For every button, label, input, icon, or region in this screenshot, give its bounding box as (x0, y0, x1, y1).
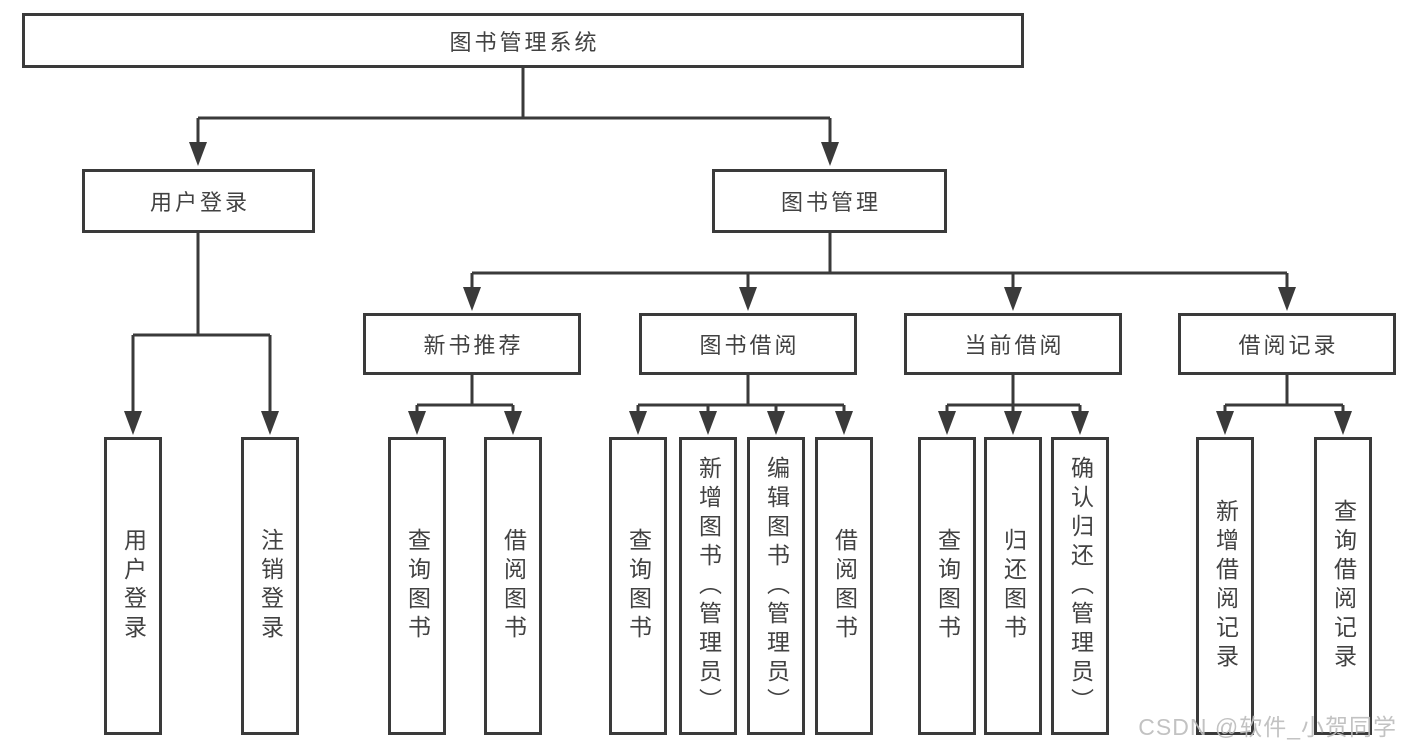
leaf-logout: 注销登录 (241, 437, 299, 735)
node-new-book-recommendation: 新书推荐 (363, 313, 581, 375)
node-book-borrowing: 图书借阅 (639, 313, 857, 375)
leaf-user-login: 用户登录 (104, 437, 162, 735)
leaf-recommend-borrow-books: 借阅图书 (484, 437, 542, 735)
leaf-current-query-books: 查询图书 (918, 437, 976, 735)
node-current-borrowing: 当前借阅 (904, 313, 1122, 375)
leaf-current-confirm-return-admin: 确认归还（管理员） (1051, 437, 1109, 735)
leaf-borrow-edit-books-admin: 编辑图书（管理员） (747, 437, 805, 735)
leaf-borrow-add-books-admin: 新增图书（管理员） (679, 437, 737, 735)
node-book-management: 图书管理 (712, 169, 947, 233)
leaf-records-query-borrow-record: 查询借阅记录 (1314, 437, 1372, 735)
csdn-watermark: CSDN @软件_小贺同学 (1138, 714, 1397, 740)
leaf-records-add-borrow-record: 新增借阅记录 (1196, 437, 1254, 735)
leaf-borrow-query-books: 查询图书 (609, 437, 667, 735)
node-user-login: 用户登录 (82, 169, 315, 233)
node-borrowing-records: 借阅记录 (1178, 313, 1396, 375)
leaf-borrow-borrow-books: 借阅图书 (815, 437, 873, 735)
leaf-recommend-query-books: 查询图书 (388, 437, 446, 735)
leaf-current-return-books: 归还图书 (984, 437, 1042, 735)
node-root: 图书管理系统 (22, 13, 1024, 68)
